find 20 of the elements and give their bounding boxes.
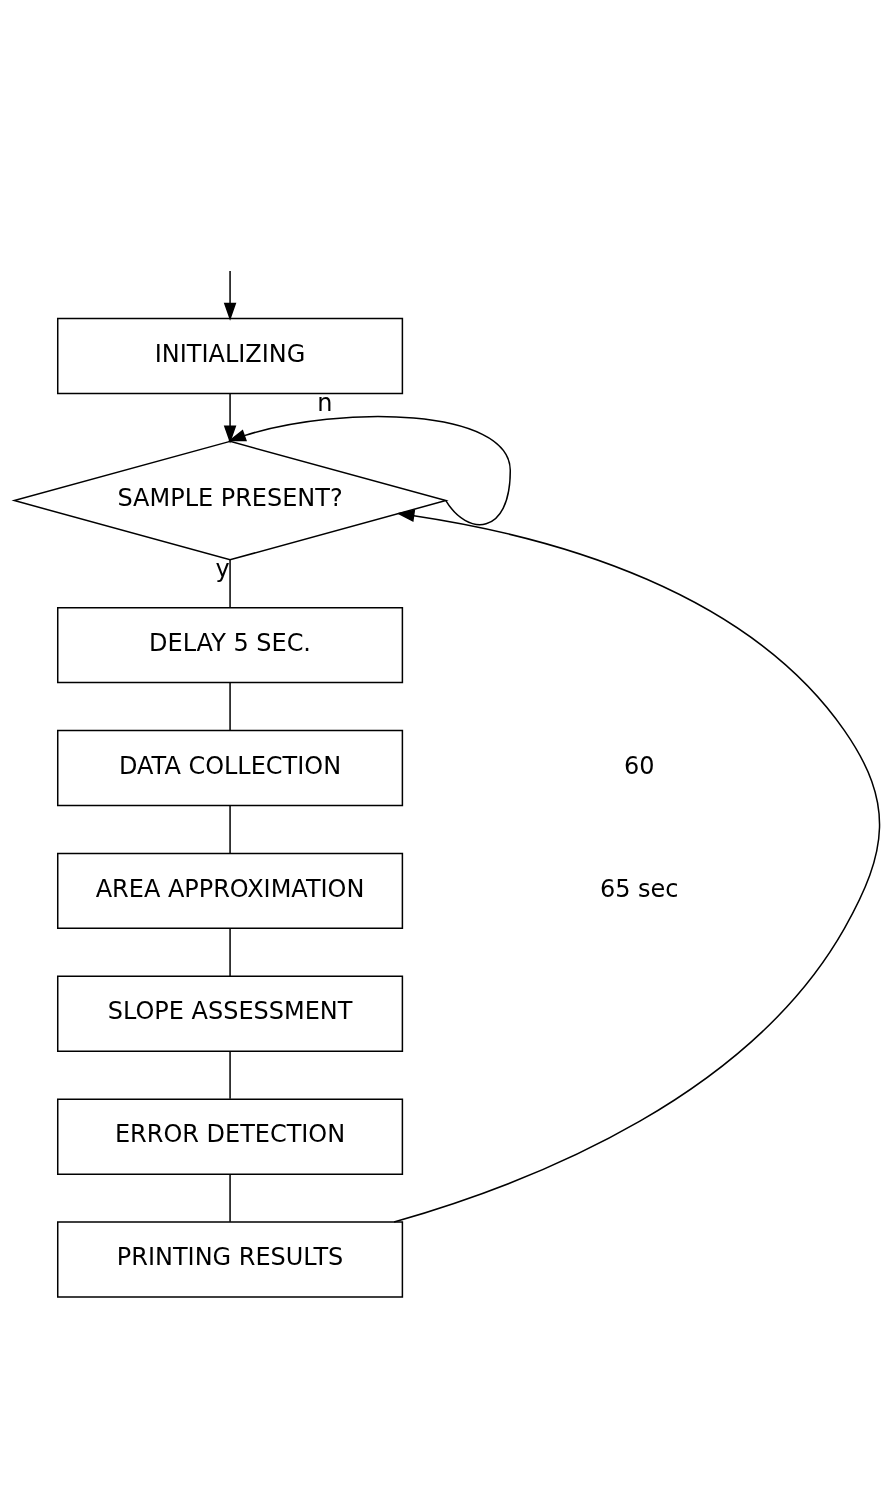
node-box: DELAY 5 SEC. [57, 606, 404, 684]
node-diamond: SAMPLE PRESENT? [11, 440, 449, 561]
label: 65 sec [599, 874, 679, 903]
connector [229, 1050, 231, 1100]
node-box: SLOPE ASSESSMENT [57, 975, 404, 1052]
arrow [223, 393, 237, 444]
node-box: INITIALIZING [57, 317, 404, 395]
label: 60 [623, 751, 655, 780]
connector [229, 804, 231, 854]
node-box: PRINTING RESULTS [57, 1221, 404, 1298]
connector [229, 681, 231, 731]
node-box: DATA COLLECTION [57, 729, 404, 807]
arrow [227, 415, 512, 526]
arrow [393, 509, 881, 1223]
connector [229, 1173, 231, 1223]
connector [229, 927, 231, 977]
node-box: ERROR DETECTION [57, 1098, 404, 1175]
arrow [223, 270, 237, 321]
connector [229, 559, 231, 609]
node-box: AREA APPROXIMATION [57, 852, 404, 930]
